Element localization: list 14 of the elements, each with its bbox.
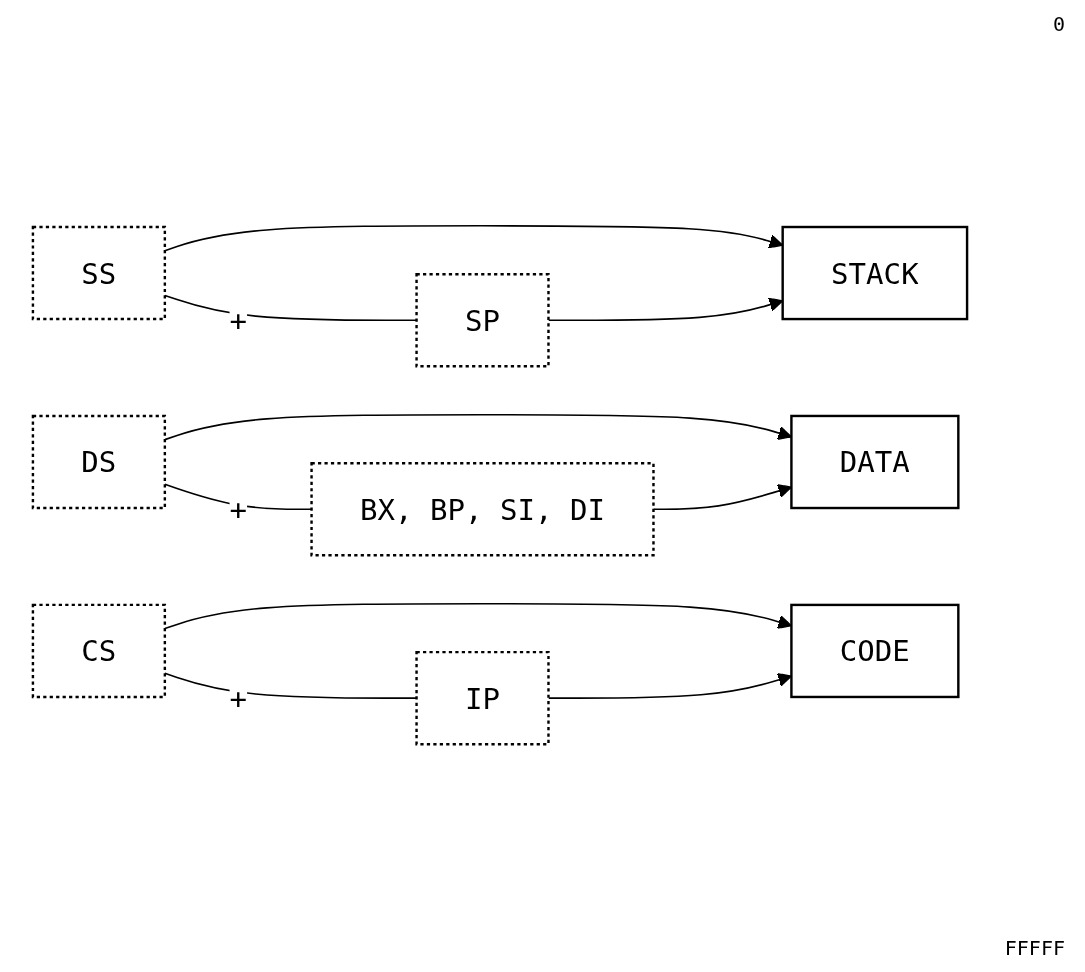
node-box: BX, BP, SI, DI [310, 462, 655, 557]
node-box: DS [31, 414, 167, 510]
node-box: IP [415, 650, 550, 746]
edge-label: + [229, 303, 247, 338]
node-box: CS [31, 603, 167, 699]
node-box: DATA [790, 414, 960, 510]
edge-label: + [229, 492, 247, 527]
node-box: SS [31, 225, 167, 321]
node-box: STACK [781, 225, 969, 321]
address-label: FFFFF [1004, 936, 1065, 960]
address-label: 0 [1052, 12, 1065, 36]
node-box: SP [415, 273, 550, 368]
edge-label: + [229, 681, 247, 716]
node-box: CODE [790, 603, 960, 699]
